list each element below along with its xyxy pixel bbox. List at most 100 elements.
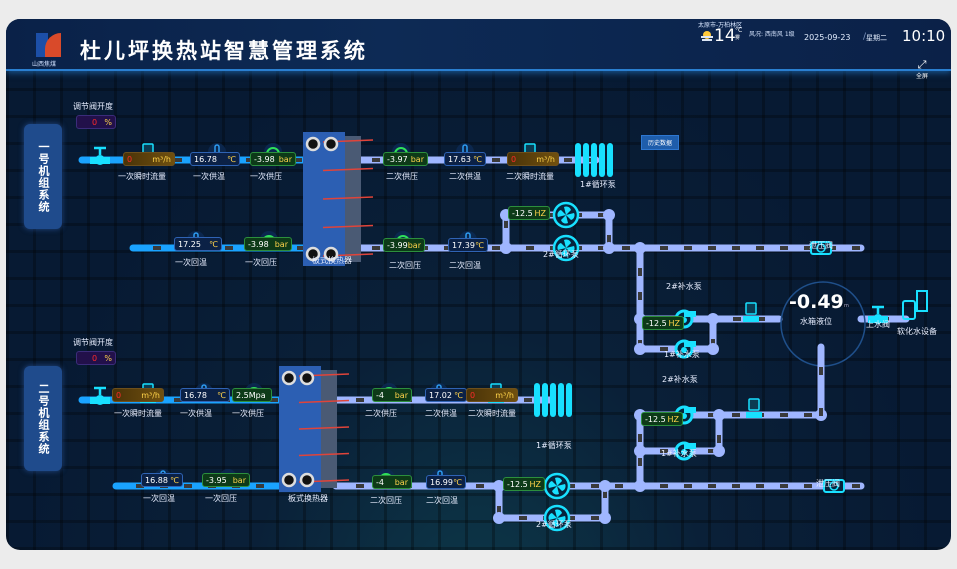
- softener-tank-icon: [902, 300, 916, 320]
- pipe-segment: [732, 484, 740, 488]
- hz-unit: HZ: [668, 318, 681, 328]
- pipe-junction: [599, 480, 611, 492]
- pipe-segment: [136, 484, 144, 488]
- pipe-segment: [684, 246, 692, 250]
- readout-unit: ℃: [227, 154, 236, 164]
- fan-blades-icon: [557, 239, 575, 257]
- readout-value: -3.98: [248, 239, 269, 249]
- readout-unit: ℃: [473, 154, 482, 164]
- fan-blades-icon: [548, 509, 566, 527]
- radiator-fin: [583, 143, 589, 177]
- readout-value: 0: [511, 154, 517, 164]
- hz-value: -12.5: [645, 414, 666, 424]
- pipe-segment: [819, 408, 823, 416]
- pipe-segment: [591, 484, 599, 488]
- pipe-segment: [708, 246, 716, 250]
- nozzle-icon: [305, 246, 321, 262]
- readout-value: 16.88: [145, 475, 168, 485]
- readout-unit: bar: [278, 154, 292, 164]
- flowmeter-icon: [748, 398, 760, 411]
- pipe-segment: [638, 292, 642, 300]
- pres-label: 一次供压: [232, 409, 264, 418]
- pipe-segment: [717, 435, 721, 443]
- flowmeter-body: [743, 316, 759, 322]
- pipe-segment: [598, 246, 606, 250]
- dashboard-screen: 山西焦煤 杜儿坪换热站智慧管理系统 太原市-万柏林区 14 °C 雾 风况: 西…: [6, 19, 951, 550]
- pres-label: 一次回压: [245, 258, 277, 267]
- pipe-segment: [852, 484, 860, 488]
- pipe-junction: [493, 480, 505, 492]
- circ-pump-1-label: 1#循环泵: [580, 180, 616, 189]
- readout-unit: ℃: [475, 240, 484, 250]
- pipe-segment: [708, 413, 716, 417]
- valve-opening-label: 调节阀开度: [73, 102, 113, 111]
- pipe-segment: [564, 158, 572, 162]
- pipe-junction: [713, 409, 725, 421]
- pump-outlet: [684, 407, 696, 413]
- relief-valve-disk: [816, 243, 826, 253]
- tie-rod: [298, 426, 350, 430]
- expand-icon: ⤢: [917, 58, 927, 71]
- radiator-fin: [550, 383, 556, 417]
- exchanger-plates: [345, 136, 361, 262]
- temp-label: 一次供温: [180, 409, 212, 418]
- pipe-diagram: [78, 132, 928, 532]
- pipe-segment: [660, 449, 668, 453]
- relief-valve-disk: [829, 481, 839, 491]
- tie-rod: [322, 196, 374, 200]
- pipe-segment: [638, 434, 642, 442]
- radiator-fin: [599, 143, 605, 177]
- temperature-unit: °C: [735, 27, 743, 34]
- clock: 10:10: [902, 27, 946, 45]
- unit1-system-tab[interactable]: 一号机组系统: [24, 124, 62, 229]
- pipe-segment: [567, 516, 575, 520]
- valve-opening-value: 0: [92, 353, 98, 363]
- weather-desc: 雾: [735, 35, 741, 41]
- readout-unit: ℃: [217, 390, 226, 400]
- unit2-system-tab[interactable]: 二号机组系统: [24, 366, 62, 471]
- temp-label: 二次回温: [426, 496, 458, 505]
- radiator-fin: [591, 143, 597, 177]
- pres-label: 二次供压: [386, 172, 418, 181]
- circ-pump-2-label: 2#循环泵: [543, 250, 579, 259]
- pipe-segment: [294, 158, 302, 162]
- nozzle-icon: [299, 472, 315, 488]
- pipe-junction: [603, 209, 615, 221]
- date: 2025-09-23: [804, 33, 851, 42]
- fullscreen-label: 全屏: [915, 73, 928, 80]
- pipe-segment: [684, 484, 692, 488]
- exchanger-plates: [321, 370, 337, 488]
- readout-value: -4: [376, 477, 384, 487]
- pipe-segment: [591, 516, 599, 520]
- tie-rod: [322, 224, 374, 229]
- history-data-button[interactable]: 历史数据: [641, 135, 679, 150]
- temp-readout: 16.78℃: [190, 152, 240, 166]
- readout-unit: ℃: [209, 239, 218, 249]
- pipe-segment: [524, 398, 532, 402]
- pipe-segment: [756, 246, 764, 250]
- relief-valve-label: 泄压阀: [816, 479, 840, 488]
- pipe-segment: [756, 484, 764, 488]
- temp-label: 一次回温: [143, 494, 175, 503]
- pipe-segment: [732, 246, 740, 250]
- pipe-junction: [500, 242, 512, 254]
- readout-value: 2.5Mpa: [236, 390, 266, 400]
- valve-opening-unit: %: [104, 117, 112, 127]
- valve-body: [873, 314, 883, 324]
- valve-opening-readout: 0%: [76, 351, 116, 365]
- readout-value: -4: [376, 390, 384, 400]
- date-separator: /: [863, 32, 867, 42]
- readout-unit: ℃: [453, 477, 462, 487]
- readout-unit: ℃: [454, 390, 463, 400]
- pipe-segment: [819, 367, 823, 375]
- valve-opening-label: 调节阀开度: [73, 338, 113, 347]
- pipe-segment: [526, 246, 534, 250]
- fullscreen-button[interactable]: ⤢ 全屏: [913, 58, 931, 81]
